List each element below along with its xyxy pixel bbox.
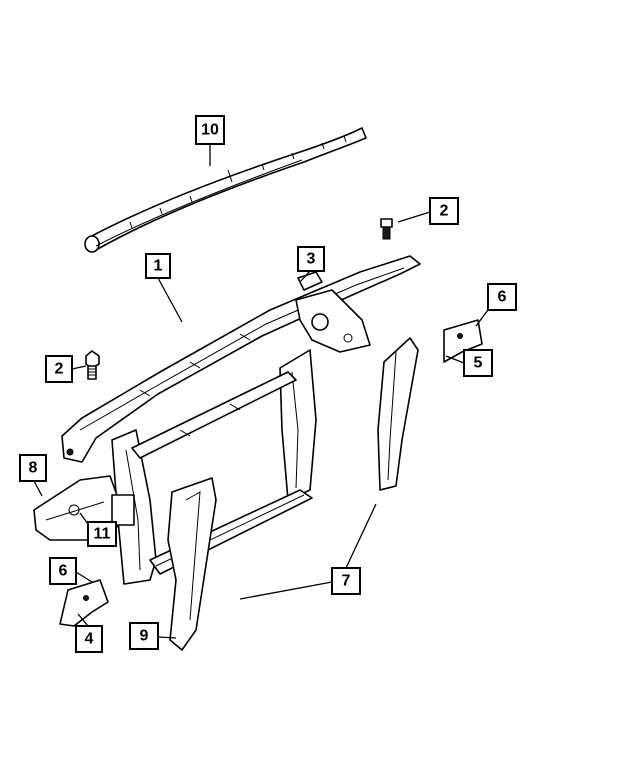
leader-2-upper	[397, 211, 431, 223]
callout-2-upper: 2	[429, 197, 459, 225]
leader-6-left	[75, 571, 93, 583]
svg-text:2: 2	[55, 361, 64, 378]
leader-7a	[239, 581, 333, 600]
svg-text:4: 4	[85, 631, 94, 648]
svg-text:7: 7	[342, 573, 351, 590]
svg-text:3: 3	[307, 251, 316, 268]
part-2-bolt-left	[85, 350, 100, 380]
leader-7b	[345, 503, 377, 569]
callout-7: 7	[331, 567, 361, 595]
leader-2-left	[71, 365, 87, 370]
leader-lines	[33, 144, 489, 639]
svg-text:2: 2	[440, 203, 449, 220]
part-5-bracket	[443, 319, 483, 363]
svg-text:11: 11	[94, 526, 111, 543]
svg-text:10: 10	[201, 122, 219, 139]
leader-4	[77, 613, 89, 627]
leader-8	[33, 480, 43, 497]
leader-9	[157, 636, 177, 639]
callout-2-left: 2	[45, 355, 73, 383]
part-3-bracket	[297, 271, 323, 291]
svg-text:6: 6	[498, 289, 507, 306]
callout-11: 11	[87, 521, 117, 547]
callout-4: 4	[75, 625, 103, 653]
callout-5: 5	[463, 349, 493, 377]
callout-1: 1	[145, 253, 171, 279]
leader-3	[299, 270, 311, 283]
callout-6-right: 6	[487, 283, 517, 311]
leader-5	[445, 355, 465, 364]
callout-6-left: 6	[49, 557, 77, 585]
part-4-bracket	[59, 579, 109, 627]
svg-text:6: 6	[59, 563, 68, 580]
svg-text:8: 8	[29, 460, 38, 477]
part-1-radiator-support	[33, 255, 421, 585]
part-7-air-deflector	[377, 337, 419, 491]
callout-9: 9	[129, 622, 159, 650]
callout-8: 8	[19, 454, 47, 482]
leader-11	[79, 512, 89, 525]
part-10-upper-seal	[84, 127, 367, 253]
leader-6-right	[475, 309, 489, 327]
callout-10: 10	[195, 115, 225, 145]
svg-text:1: 1	[154, 258, 163, 275]
part-9-air-deflector	[167, 477, 217, 651]
svg-text:5: 5	[474, 355, 483, 372]
leader-1	[157, 277, 183, 323]
svg-text:9: 9	[140, 628, 149, 645]
callout-3: 3	[297, 246, 325, 272]
part-2-bolt-upper	[380, 218, 393, 240]
